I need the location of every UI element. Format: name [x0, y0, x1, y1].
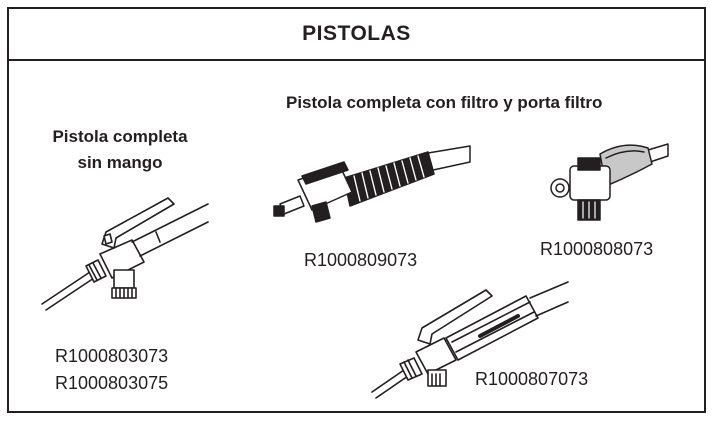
catalog-panel: PISTOLAS: [7, 7, 706, 413]
product-code: R1000809073: [304, 250, 418, 270]
filter-group-title: Pistola completa con filtro y porta filt…: [286, 93, 603, 112]
no-handle-group-title-line2: sin mango: [77, 153, 163, 172]
spray-gun-long-handle-image: [371, 281, 569, 399]
product-code: R1000808073: [540, 239, 654, 259]
page-title: PISTOLAS: [302, 22, 411, 45]
product-code: R1000803073: [55, 346, 169, 366]
spray-gun-filter-hose-image: [273, 145, 471, 223]
panel-header: PISTOLAS: [9, 9, 704, 61]
product-code: R1000803075: [55, 373, 169, 393]
spray-gun-filter-body-image: [550, 143, 669, 221]
product-code: R1000807073: [475, 369, 589, 389]
no-handle-group-title-line1: Pistola completa: [52, 127, 188, 146]
spray-gun-no-handle-image: [41, 197, 209, 311]
